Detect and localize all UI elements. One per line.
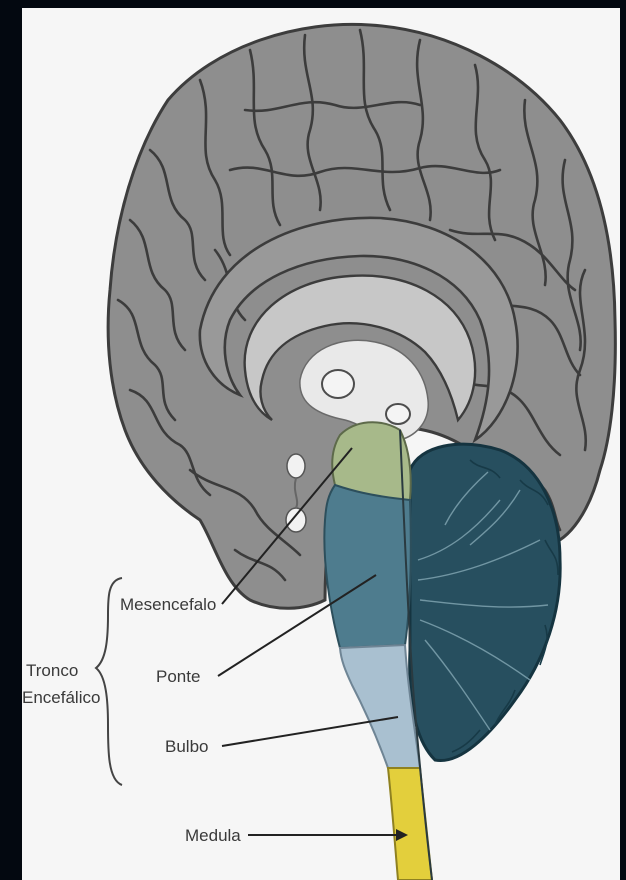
pituitary	[286, 508, 306, 532]
optic-chiasm	[287, 454, 305, 478]
mammillary-body	[386, 404, 410, 424]
thalamus	[322, 370, 354, 398]
group-label-tronco: Tronco	[26, 661, 78, 680]
ponte-region	[324, 485, 410, 648]
group-label-encefalico: Encefálico	[22, 688, 100, 707]
label-mesencefalo: Mesencefalo	[120, 595, 216, 614]
label-bulbo: Bulbo	[165, 737, 208, 756]
label-ponte: Ponte	[156, 667, 200, 686]
label-medula: Medula	[185, 826, 241, 845]
